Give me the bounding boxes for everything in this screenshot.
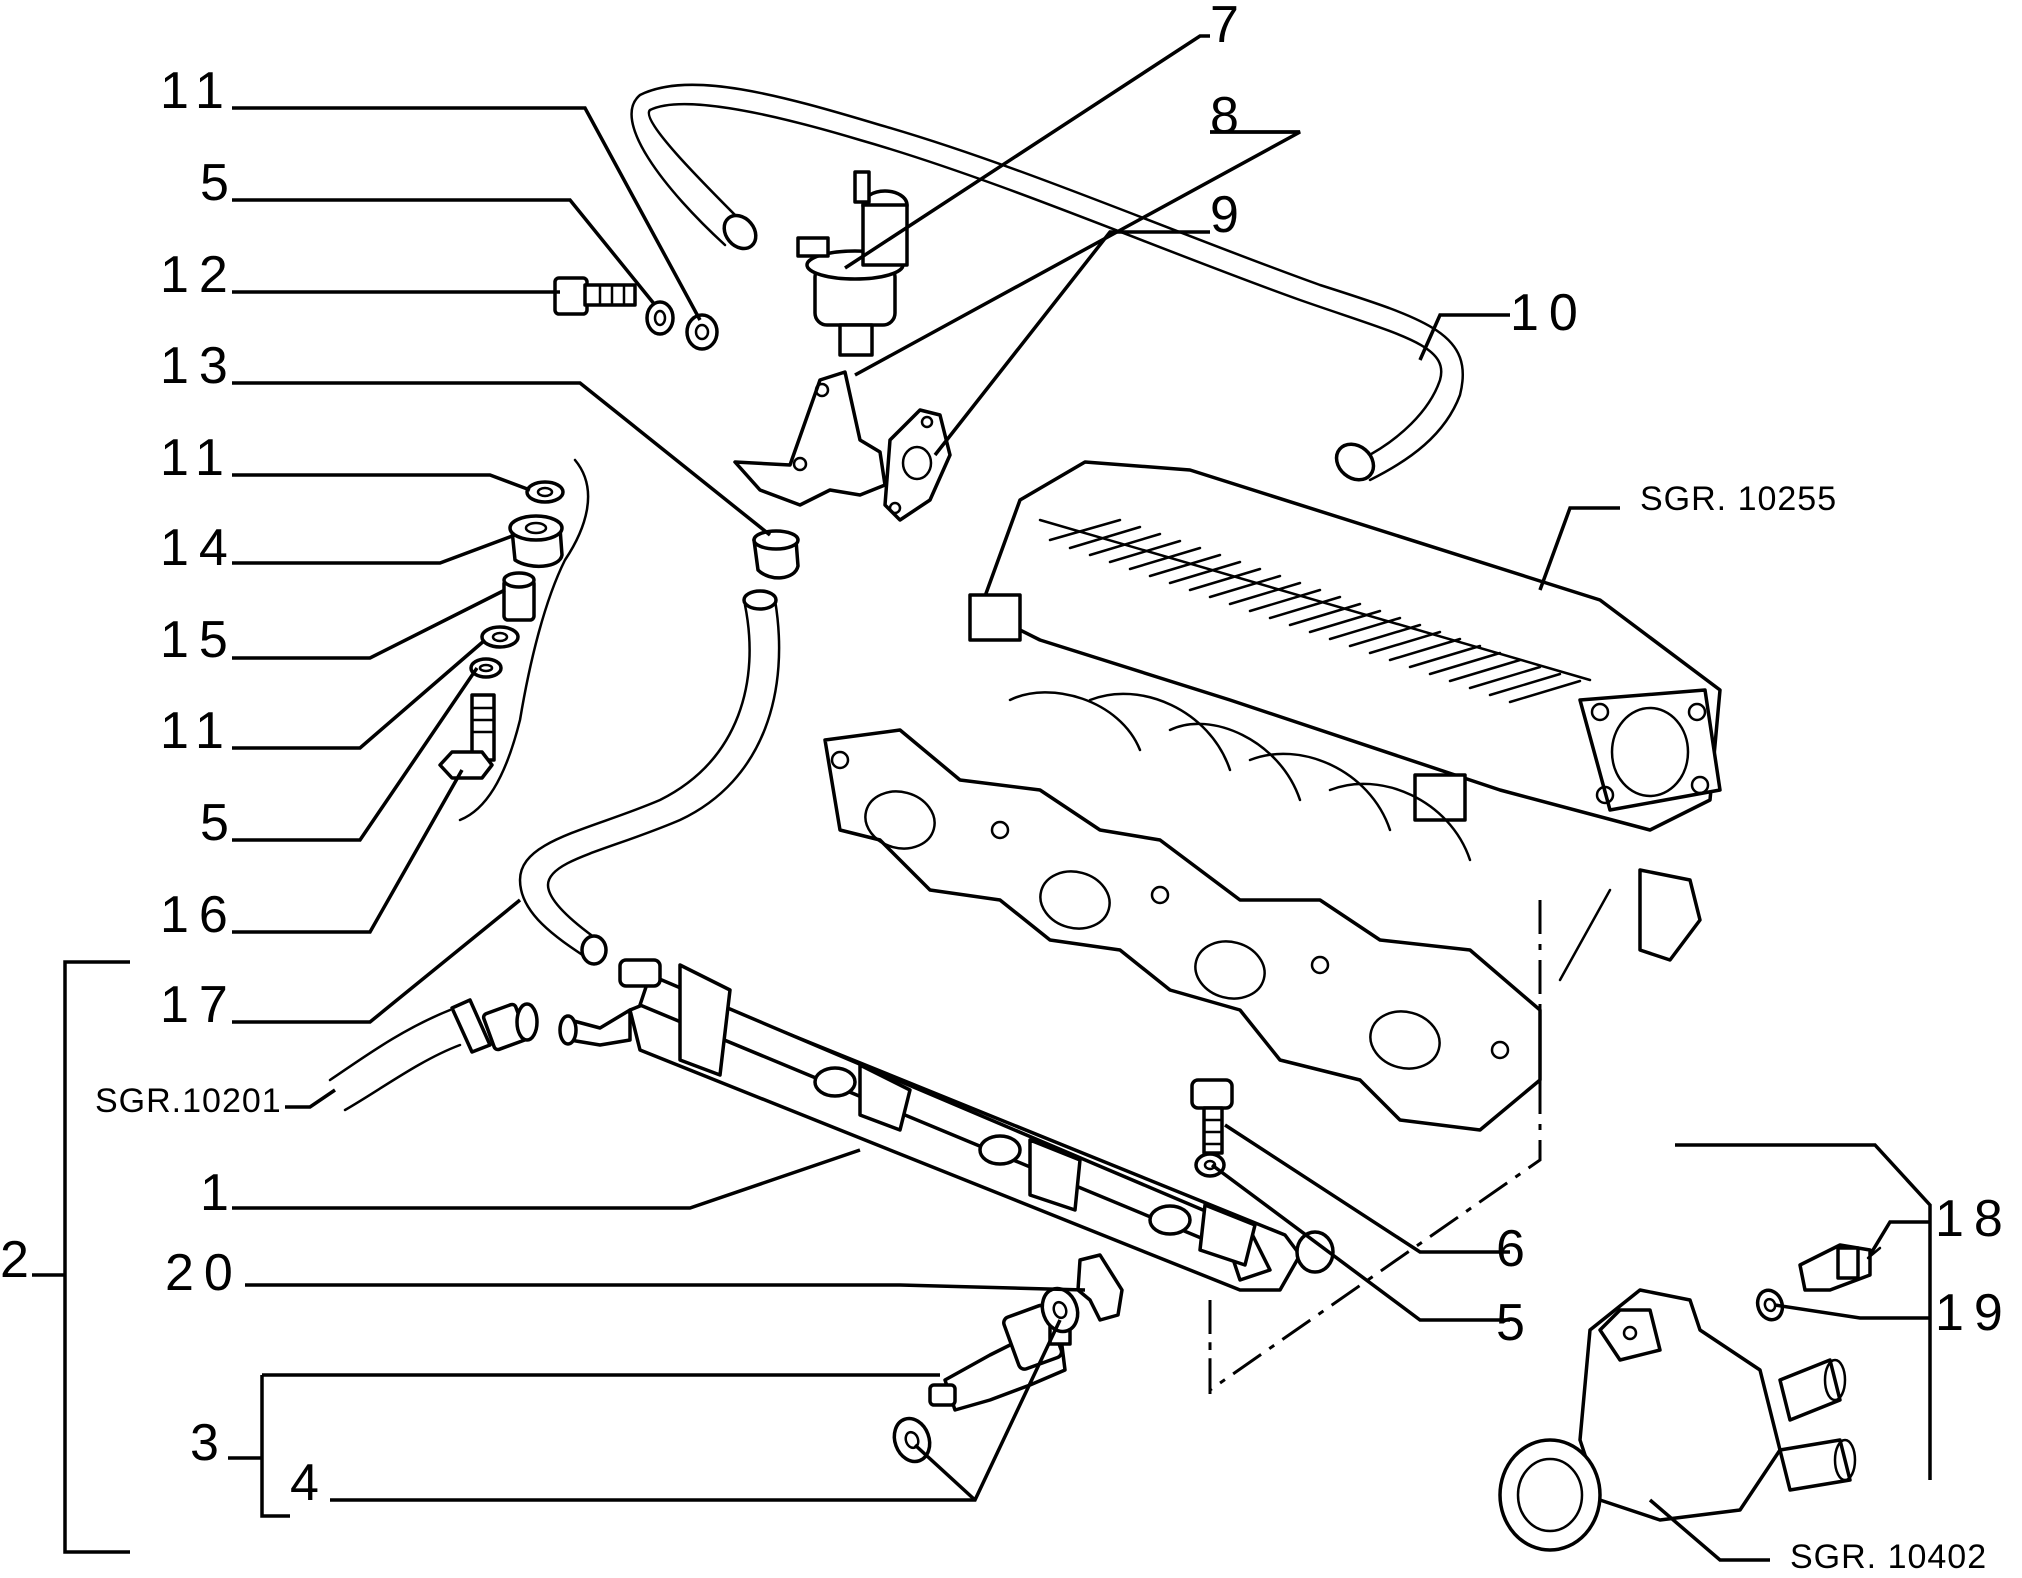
seal-part-4-upper: [1040, 1286, 1080, 1334]
fuel-hose-part-17: [518, 589, 781, 966]
callout-20: 20: [165, 1244, 243, 1302]
washer-part-11-left-lower: [480, 625, 520, 649]
callout-12: 12: [160, 246, 238, 304]
bolt-part-12: [553, 276, 637, 316]
callout-4: 4: [290, 1454, 329, 1512]
callout-5-right: 5: [1496, 1294, 1535, 1352]
intake-manifold: [823, 460, 1722, 1132]
washer-part-19: [1755, 1288, 1785, 1322]
retaining-clip-part-20: [1076, 1253, 1124, 1322]
callout-10: 10: [1510, 284, 1588, 342]
thermostat-housing: [1498, 1288, 1857, 1552]
ref-fuel-line: SGR.10201: [95, 1082, 282, 1120]
temperature-sensor-part-18: [1798, 1243, 1882, 1292]
callout-11-left-upper: 11: [160, 429, 234, 487]
nut-part-11-top: [685, 313, 719, 351]
callout-13: 13: [160, 337, 238, 395]
fuel-rail-part-1: [558, 958, 1335, 1292]
callout-1: 1: [200, 1164, 239, 1222]
callout-2: 2: [0, 1231, 39, 1289]
alignment-line-manifold: [1208, 900, 1542, 1393]
callout-11-left-lower: 11: [160, 702, 234, 760]
bushing-part-13: [752, 529, 800, 580]
callout-5-left: 5: [200, 794, 239, 852]
callout-18: 18: [1935, 1190, 2013, 1248]
bolt-part-16: [438, 693, 496, 780]
callout-15: 15: [160, 611, 238, 669]
vacuum-hose-part-10: [630, 83, 1465, 482]
ref-manifold: SGR. 10255: [1640, 480, 1837, 518]
leader-lines: [32, 34, 1930, 1562]
bracket-part-8: [733, 370, 887, 507]
washer-part-11-left-upper: [525, 480, 565, 504]
callout-19: 19: [1935, 1284, 2013, 1342]
ref-thermostat: SGR. 10402: [1790, 1538, 1987, 1573]
group-bracket-18-19: [1675, 1143, 1932, 1480]
bolt-part-6: [1190, 1078, 1234, 1155]
callout-11-top: 11: [160, 62, 234, 120]
fuel-line-connector: [328, 998, 539, 1112]
pressure-regulator-part-7: [796, 170, 909, 357]
gasket-part-9: [883, 408, 952, 522]
callout-16: 16: [160, 886, 238, 944]
callout-8: 8: [1210, 87, 1249, 145]
callout-14: 14: [160, 519, 238, 577]
spacer-part-15: [502, 571, 536, 622]
callout-5-top: 5: [200, 154, 239, 212]
callout-3: 3: [190, 1414, 229, 1472]
callout-17: 17: [160, 976, 238, 1034]
callout-6: 6: [1496, 1220, 1535, 1278]
callout-7: 7: [1210, 0, 1249, 54]
grommet-part-14: [508, 514, 564, 568]
spring-washer-part-5-top: [645, 300, 675, 336]
callout-9: 9: [1210, 186, 1249, 244]
spring-washer-part-5-left: [469, 657, 503, 679]
